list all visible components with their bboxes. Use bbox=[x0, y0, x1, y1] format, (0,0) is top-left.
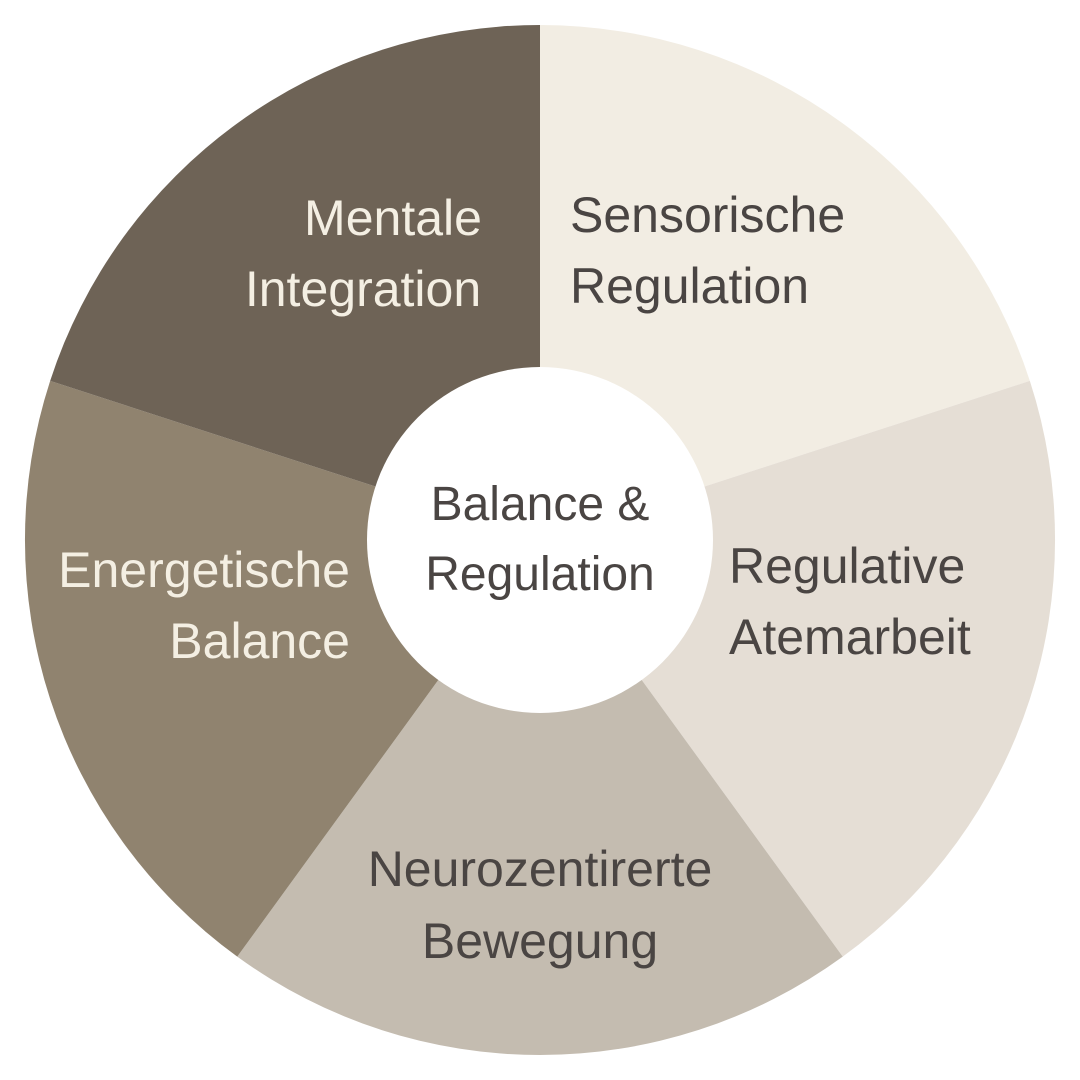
label-neurozentirerte-bewegung-line1: Neurozentirerte bbox=[368, 841, 713, 897]
label-energetische-balance-line1: Energetische bbox=[58, 542, 350, 598]
label-regulative-atemarbeit-line2: Atemarbeit bbox=[729, 609, 971, 665]
center-label-line2: Regulation bbox=[425, 548, 655, 601]
label-regulative-atemarbeit-line1: Regulative bbox=[729, 538, 965, 594]
segment-mentale-integration bbox=[50, 25, 540, 540]
segment-neurozentirerte-bewegung bbox=[237, 540, 843, 1056]
label-mentale-integration-line1: Mentale bbox=[304, 190, 482, 246]
label-neurozentirerte-bewegung-line2: Bewegung bbox=[422, 913, 658, 969]
label-sensorische-regulation-line2: Regulation bbox=[570, 258, 809, 314]
label-energetische-balance-line2: Balance bbox=[169, 613, 350, 669]
center-hub bbox=[367, 367, 713, 713]
label-mentale-integration-line2: Integration bbox=[245, 261, 481, 317]
center-label-line1: Balance & bbox=[431, 478, 650, 531]
segment-sensorische-regulation bbox=[540, 24, 1030, 540]
label-sensorische-regulation-line1: Sensorische bbox=[570, 187, 845, 243]
